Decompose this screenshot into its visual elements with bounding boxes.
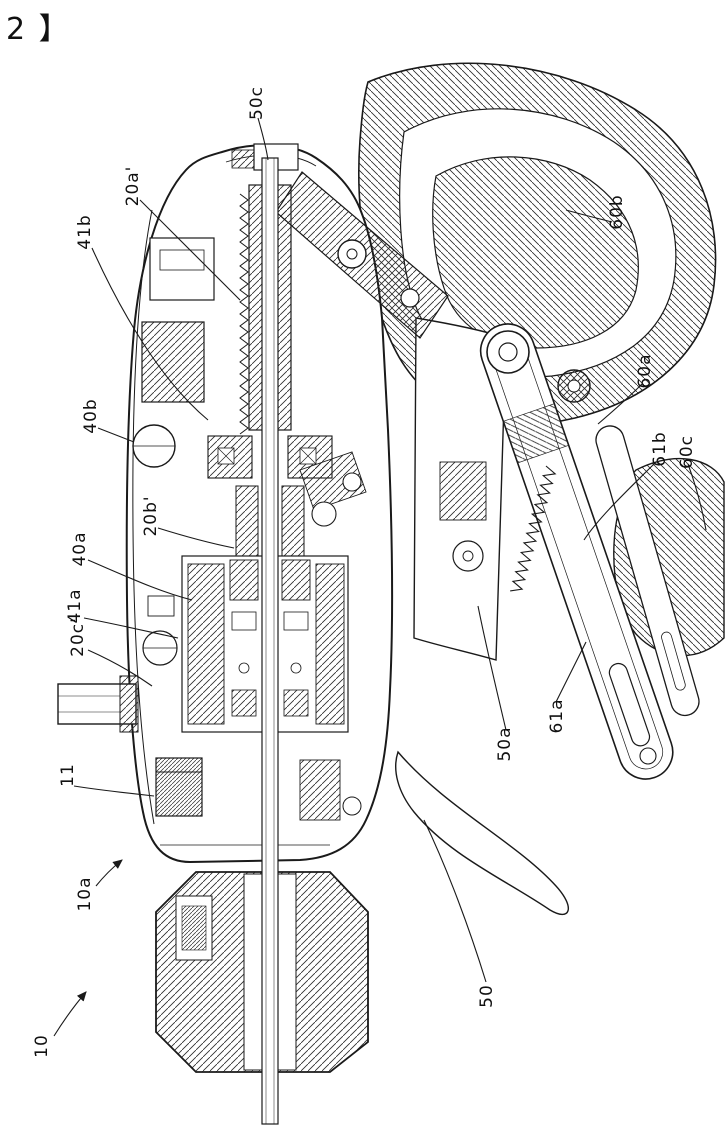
washer-right <box>283 611 309 631</box>
lever-end-pin <box>639 747 657 765</box>
idler-circle <box>342 472 362 492</box>
pinion-circle <box>311 501 337 527</box>
lever-slot <box>608 662 651 747</box>
part-label-61a: 61a <box>547 698 567 734</box>
cap-block-inner <box>159 249 205 271</box>
main-shaft <box>261 157 279 1125</box>
part-label-60a: 60a <box>635 353 655 389</box>
leader-60a <box>597 383 643 425</box>
kick-lever-hatched-seg <box>502 403 570 464</box>
part-label-40b: 40b <box>81 398 101 434</box>
body-inner-wall <box>132 209 155 825</box>
figure-caption: 2 】 <box>6 12 71 47</box>
pin-right <box>290 662 302 674</box>
side-nozzle-flange <box>119 675 139 733</box>
leader-41b <box>91 247 209 421</box>
leader-20a <box>139 199 241 301</box>
leader-61a <box>555 641 587 703</box>
bail-arm-link-slot <box>661 631 686 691</box>
leader-40b <box>97 427 135 443</box>
part-label-10: 10 <box>32 1034 52 1058</box>
bearing-seal-right-x2 <box>299 447 317 465</box>
leader-20b <box>157 527 235 549</box>
upper-hatched-block <box>141 321 205 403</box>
angled-cam-plate <box>299 451 367 511</box>
leader-60b <box>565 209 613 223</box>
washer-left <box>231 611 257 631</box>
leader-arrow-10 <box>53 991 87 1037</box>
part-label-50a: 50a <box>495 726 515 762</box>
cap-block <box>149 237 215 301</box>
pin-left <box>238 662 250 674</box>
rotor-flange-band <box>413 317 507 661</box>
gear-case-left-wall <box>187 563 225 725</box>
connect-arm <box>275 171 449 339</box>
leader-60c <box>687 463 707 531</box>
part-label-50: 50 <box>477 984 497 1008</box>
top-cap-side <box>231 149 255 169</box>
spacer-right <box>283 689 309 717</box>
flange-insert <box>439 461 487 521</box>
coil-spring <box>239 193 249 435</box>
leader-20c <box>87 649 153 687</box>
flange-circle-center <box>462 550 474 562</box>
leader-41a <box>83 617 179 639</box>
leader-arrow-10a <box>95 859 123 887</box>
gear-case-right-wall <box>315 563 345 725</box>
part-label-10a: 10a <box>75 876 95 912</box>
leader-50c <box>257 117 269 161</box>
internal-mechanism <box>57 237 367 846</box>
part-label-20c: 20c' <box>68 617 88 657</box>
bottom-screw <box>342 796 362 816</box>
set-bolt-11 <box>155 757 203 817</box>
bearing-seal-left-x2 <box>217 447 235 465</box>
part-label-60c: 60c <box>677 435 697 469</box>
part-label-61b: 61b <box>650 431 670 467</box>
stem-tail <box>395 750 570 916</box>
collar-right <box>281 559 311 601</box>
left-bracket <box>147 595 175 617</box>
leader-50a <box>477 605 507 731</box>
spacer-left <box>231 689 257 717</box>
knob-insert-core <box>181 905 207 951</box>
part-label-20a: 20a' <box>123 165 143 207</box>
part-label-60b: 60b <box>607 194 627 230</box>
leader-50 <box>423 819 487 983</box>
lever-roller-hub <box>567 379 581 393</box>
torsion-spring <box>510 465 557 592</box>
part-label-20b: 20b' <box>141 495 161 537</box>
leader-61b <box>583 461 657 541</box>
part-label-11: 11 <box>58 763 78 787</box>
leader-lines <box>53 117 707 1037</box>
collar-left <box>229 559 259 601</box>
part-label-50c: 50c <box>247 86 267 120</box>
lever-pivot-hub <box>498 342 518 362</box>
arm-end-circle <box>400 288 420 308</box>
rotor-core-section <box>432 156 639 349</box>
kick-lever <box>479 323 674 780</box>
leader-40a <box>87 559 193 601</box>
leader-11 <box>73 785 155 797</box>
shaft-rod <box>261 157 279 1125</box>
lower-chamber <box>299 759 341 821</box>
part-label-40a: 40a <box>70 531 90 567</box>
part-label-41b: 41b <box>75 214 95 250</box>
shaft-core <box>265 157 275 1125</box>
bail-arm-link <box>595 425 700 717</box>
arm-pivot-dot <box>346 248 358 260</box>
